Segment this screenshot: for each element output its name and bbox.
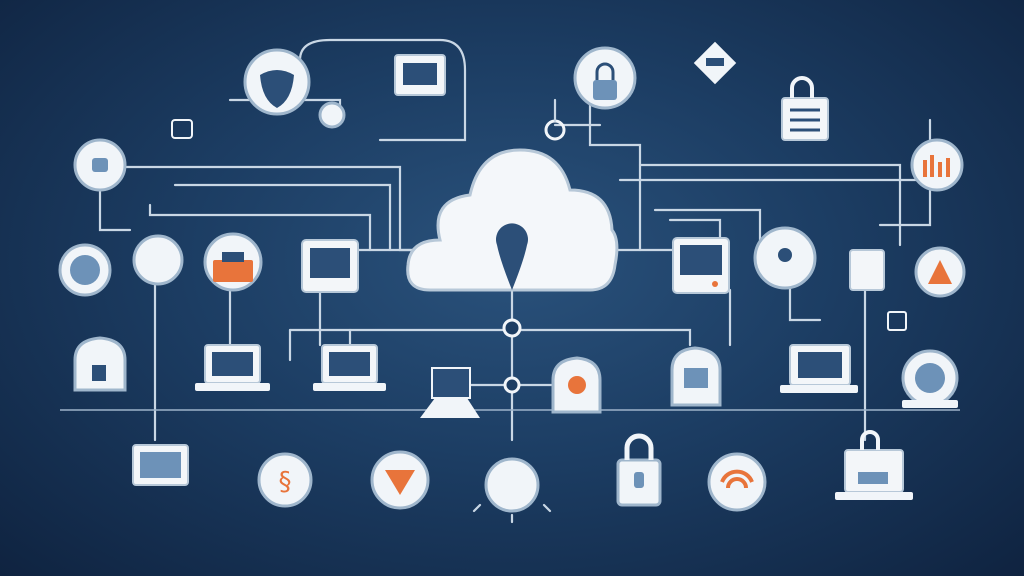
link-node-icon	[318, 101, 346, 129]
chart-icon	[910, 138, 964, 192]
server-device-icon	[420, 367, 480, 418]
computer-icon	[301, 239, 359, 293]
alert-icon	[914, 246, 966, 298]
hub-nodes	[502, 318, 522, 394]
globe-icon	[58, 243, 112, 297]
wallet-icon	[203, 232, 263, 292]
device-icon	[672, 237, 730, 294]
monitor-icon	[394, 54, 446, 96]
connection-lines	[60, 38, 960, 442]
router-icon	[132, 234, 184, 286]
laptop-icon-3	[780, 344, 858, 393]
laptop-icon-2	[313, 344, 386, 391]
camera-icon	[753, 226, 817, 290]
diamond-icon	[693, 41, 737, 85]
padlock-icon	[616, 433, 662, 507]
tablet-icon	[132, 444, 189, 486]
svg-text:§: §	[279, 467, 292, 497]
key-icon	[544, 98, 566, 141]
laptop-icon	[195, 344, 270, 391]
user-icon	[73, 138, 127, 192]
cloud-lock-icon	[406, 148, 619, 292]
shield-icon	[243, 48, 311, 116]
small-lock-icon	[171, 119, 193, 139]
bell-lock-icon	[551, 356, 602, 414]
bulb-icon	[472, 457, 552, 524]
document-icon	[849, 249, 885, 291]
monitor-circle-icon	[901, 349, 959, 408]
user-lock-icon	[670, 346, 722, 407]
settings-icon	[887, 311, 907, 331]
lock-house-icon	[73, 336, 127, 392]
laptop-lock-icon	[835, 430, 913, 500]
server-lock-icon	[781, 76, 829, 141]
wifi-icon	[707, 452, 767, 512]
payment-icon: §	[257, 452, 313, 508]
lock-circle-icon	[573, 46, 637, 110]
shield-badge-icon	[370, 450, 430, 510]
